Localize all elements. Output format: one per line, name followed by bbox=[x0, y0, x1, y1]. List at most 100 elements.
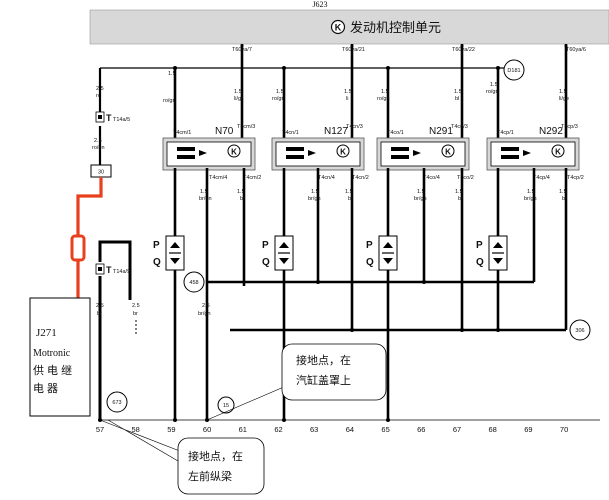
svg-text:1.5: 1.5 bbox=[276, 89, 284, 95]
svg-text:K: K bbox=[555, 148, 561, 157]
ruler-mark: 59 bbox=[167, 425, 175, 434]
coil-name: N70 bbox=[215, 126, 234, 137]
ecu-title: 发动机控制单元 bbox=[350, 20, 441, 35]
svg-text:br: br bbox=[562, 196, 567, 202]
svg-text:T4cp/1: T4cp/1 bbox=[497, 130, 514, 136]
lower-wire-labels: 1.5 br/gn 1.5 br 1.5 br/gn 1.5 br 1.5 br… bbox=[198, 189, 567, 317]
label-left1-size: 2.5 bbox=[96, 303, 104, 309]
svg-text:T4cm/1: T4cm/1 bbox=[173, 130, 191, 136]
svg-text:1.5: 1.5 bbox=[381, 89, 389, 95]
pin-t60ya-21: T60ya/21 bbox=[342, 47, 365, 53]
svg-text:T4cp/4: T4cp/4 bbox=[533, 175, 550, 181]
ruler-mark: 57 bbox=[96, 425, 104, 434]
svg-text:T4cn/2: T4cn/2 bbox=[352, 175, 369, 181]
junction-673: 673 bbox=[106, 391, 128, 413]
ruler-mark: 70 bbox=[560, 425, 568, 434]
svg-text:ro/gn: ro/gn bbox=[92, 145, 105, 151]
svg-text:306: 306 bbox=[575, 328, 584, 334]
red-fuse-wire bbox=[76, 177, 103, 298]
pin-t60ya-22: T60ya/22 bbox=[452, 47, 475, 53]
svg-text:ro/gn: ro/gn bbox=[486, 89, 499, 95]
callout-frame-ground: 接地点，在 左前纵梁 bbox=[99, 419, 265, 495]
brgn-return-wires bbox=[205, 168, 536, 420]
svg-text:T4co/4: T4co/4 bbox=[423, 175, 440, 181]
ruler-mark: 68 bbox=[489, 425, 497, 434]
ruler-mark: 69 bbox=[524, 425, 532, 434]
svg-text:1.5: 1.5 bbox=[168, 71, 176, 77]
svg-text:br: br bbox=[240, 196, 245, 202]
svg-text:T4cm/2: T4cm/2 bbox=[243, 175, 261, 181]
svg-text:T4co/1: T4co/1 bbox=[387, 130, 404, 136]
svg-text:1.5: 1.5 bbox=[559, 89, 567, 95]
svg-text:汽缸盖罩上: 汽缸盖罩上 bbox=[296, 373, 351, 387]
relay-line2: 供 电 继 bbox=[33, 363, 72, 377]
label-left2-size: 2.5 bbox=[132, 303, 140, 309]
left-ground-wire bbox=[98, 240, 132, 420]
svg-text:T14a/5: T14a/5 bbox=[113, 117, 130, 123]
svg-text:673: 673 bbox=[112, 400, 121, 406]
ruler-mark: 65 bbox=[381, 425, 389, 434]
svg-text:2.5: 2.5 bbox=[202, 303, 210, 309]
svg-text:br/gn: br/gn bbox=[414, 196, 427, 202]
svg-text:K: K bbox=[335, 23, 342, 33]
ruler-mark: 58 bbox=[132, 425, 140, 434]
ecu-symbol-icon: K bbox=[330, 19, 346, 35]
ruler-mark: 62 bbox=[274, 425, 282, 434]
svg-text:li/ge: li/ge bbox=[559, 96, 569, 102]
junction-d181: D181 bbox=[503, 59, 525, 81]
label-left1-color: br bbox=[97, 311, 102, 317]
relay-code: J271 bbox=[36, 327, 57, 339]
svg-text:1.5: 1.5 bbox=[237, 189, 245, 195]
connector-t14a5: T T14a/5 2.5 ro/gn bbox=[92, 111, 130, 151]
coil-name: N127 bbox=[324, 126, 348, 137]
svg-text:br/gn: br/gn bbox=[198, 311, 211, 317]
relay-line1: Motronic bbox=[33, 348, 71, 359]
ecu-output-wires bbox=[240, 44, 568, 140]
callout-cylinder-ground: 接地点，在 汽缸盖罩上 bbox=[206, 343, 387, 421]
ruler-mark: 64 bbox=[346, 425, 354, 434]
svg-text:1.5: 1.5 bbox=[417, 189, 425, 195]
svg-text:Q: Q bbox=[476, 257, 484, 268]
svg-text:接地点，在: 接地点，在 bbox=[188, 450, 243, 463]
svg-text:P: P bbox=[476, 240, 483, 251]
junction-458: 458 bbox=[183, 271, 205, 293]
ruler-mark: 60 bbox=[203, 425, 211, 434]
bus-dots bbox=[316, 280, 500, 332]
ruler-mark: 61 bbox=[239, 425, 247, 434]
svg-text:T: T bbox=[106, 113, 112, 123]
svg-text:ro/gn: ro/gn bbox=[272, 96, 285, 102]
svg-text:Q: Q bbox=[262, 257, 270, 268]
svg-text:D181: D181 bbox=[507, 68, 520, 74]
svg-text:T4cn/1: T4cn/1 bbox=[282, 130, 299, 136]
svg-text:1.5: 1.5 bbox=[527, 189, 535, 195]
svg-text:1.5: 1.5 bbox=[311, 189, 319, 195]
spark-plug-2: PQ bbox=[262, 235, 294, 271]
svg-text:1.5: 1.5 bbox=[559, 189, 567, 195]
ecu-pin-dots bbox=[240, 44, 568, 48]
ecu-code: J623 bbox=[312, 0, 327, 9]
svg-text:br/gn: br/gn bbox=[199, 196, 212, 202]
svg-text:br/gn: br/gn bbox=[524, 196, 537, 202]
svg-text:1.5: 1.5 bbox=[345, 189, 353, 195]
svg-text:ro/gn: ro/gn bbox=[377, 96, 390, 102]
fuse-30: 30 bbox=[90, 164, 112, 178]
spark-plug-4: PQ bbox=[476, 235, 508, 271]
label-left2-color: br bbox=[133, 311, 138, 317]
coil-ecu-icon: K bbox=[551, 144, 565, 158]
coil-output-wires bbox=[173, 168, 500, 236]
svg-text:br: br bbox=[348, 196, 353, 202]
svg-text:T4co/2: T4co/2 bbox=[457, 175, 474, 181]
svg-text:ro/gn: ro/gn bbox=[163, 98, 176, 104]
svg-text:T4cp/2: T4cp/2 bbox=[567, 175, 584, 181]
spark-plug-1: PQ bbox=[153, 235, 185, 271]
svg-text:T: T bbox=[106, 265, 112, 275]
br-return-wires bbox=[230, 168, 568, 420]
ruler-mark: 66 bbox=[417, 425, 425, 434]
svg-text:K: K bbox=[445, 148, 451, 157]
red-fuse-element bbox=[70, 234, 86, 262]
